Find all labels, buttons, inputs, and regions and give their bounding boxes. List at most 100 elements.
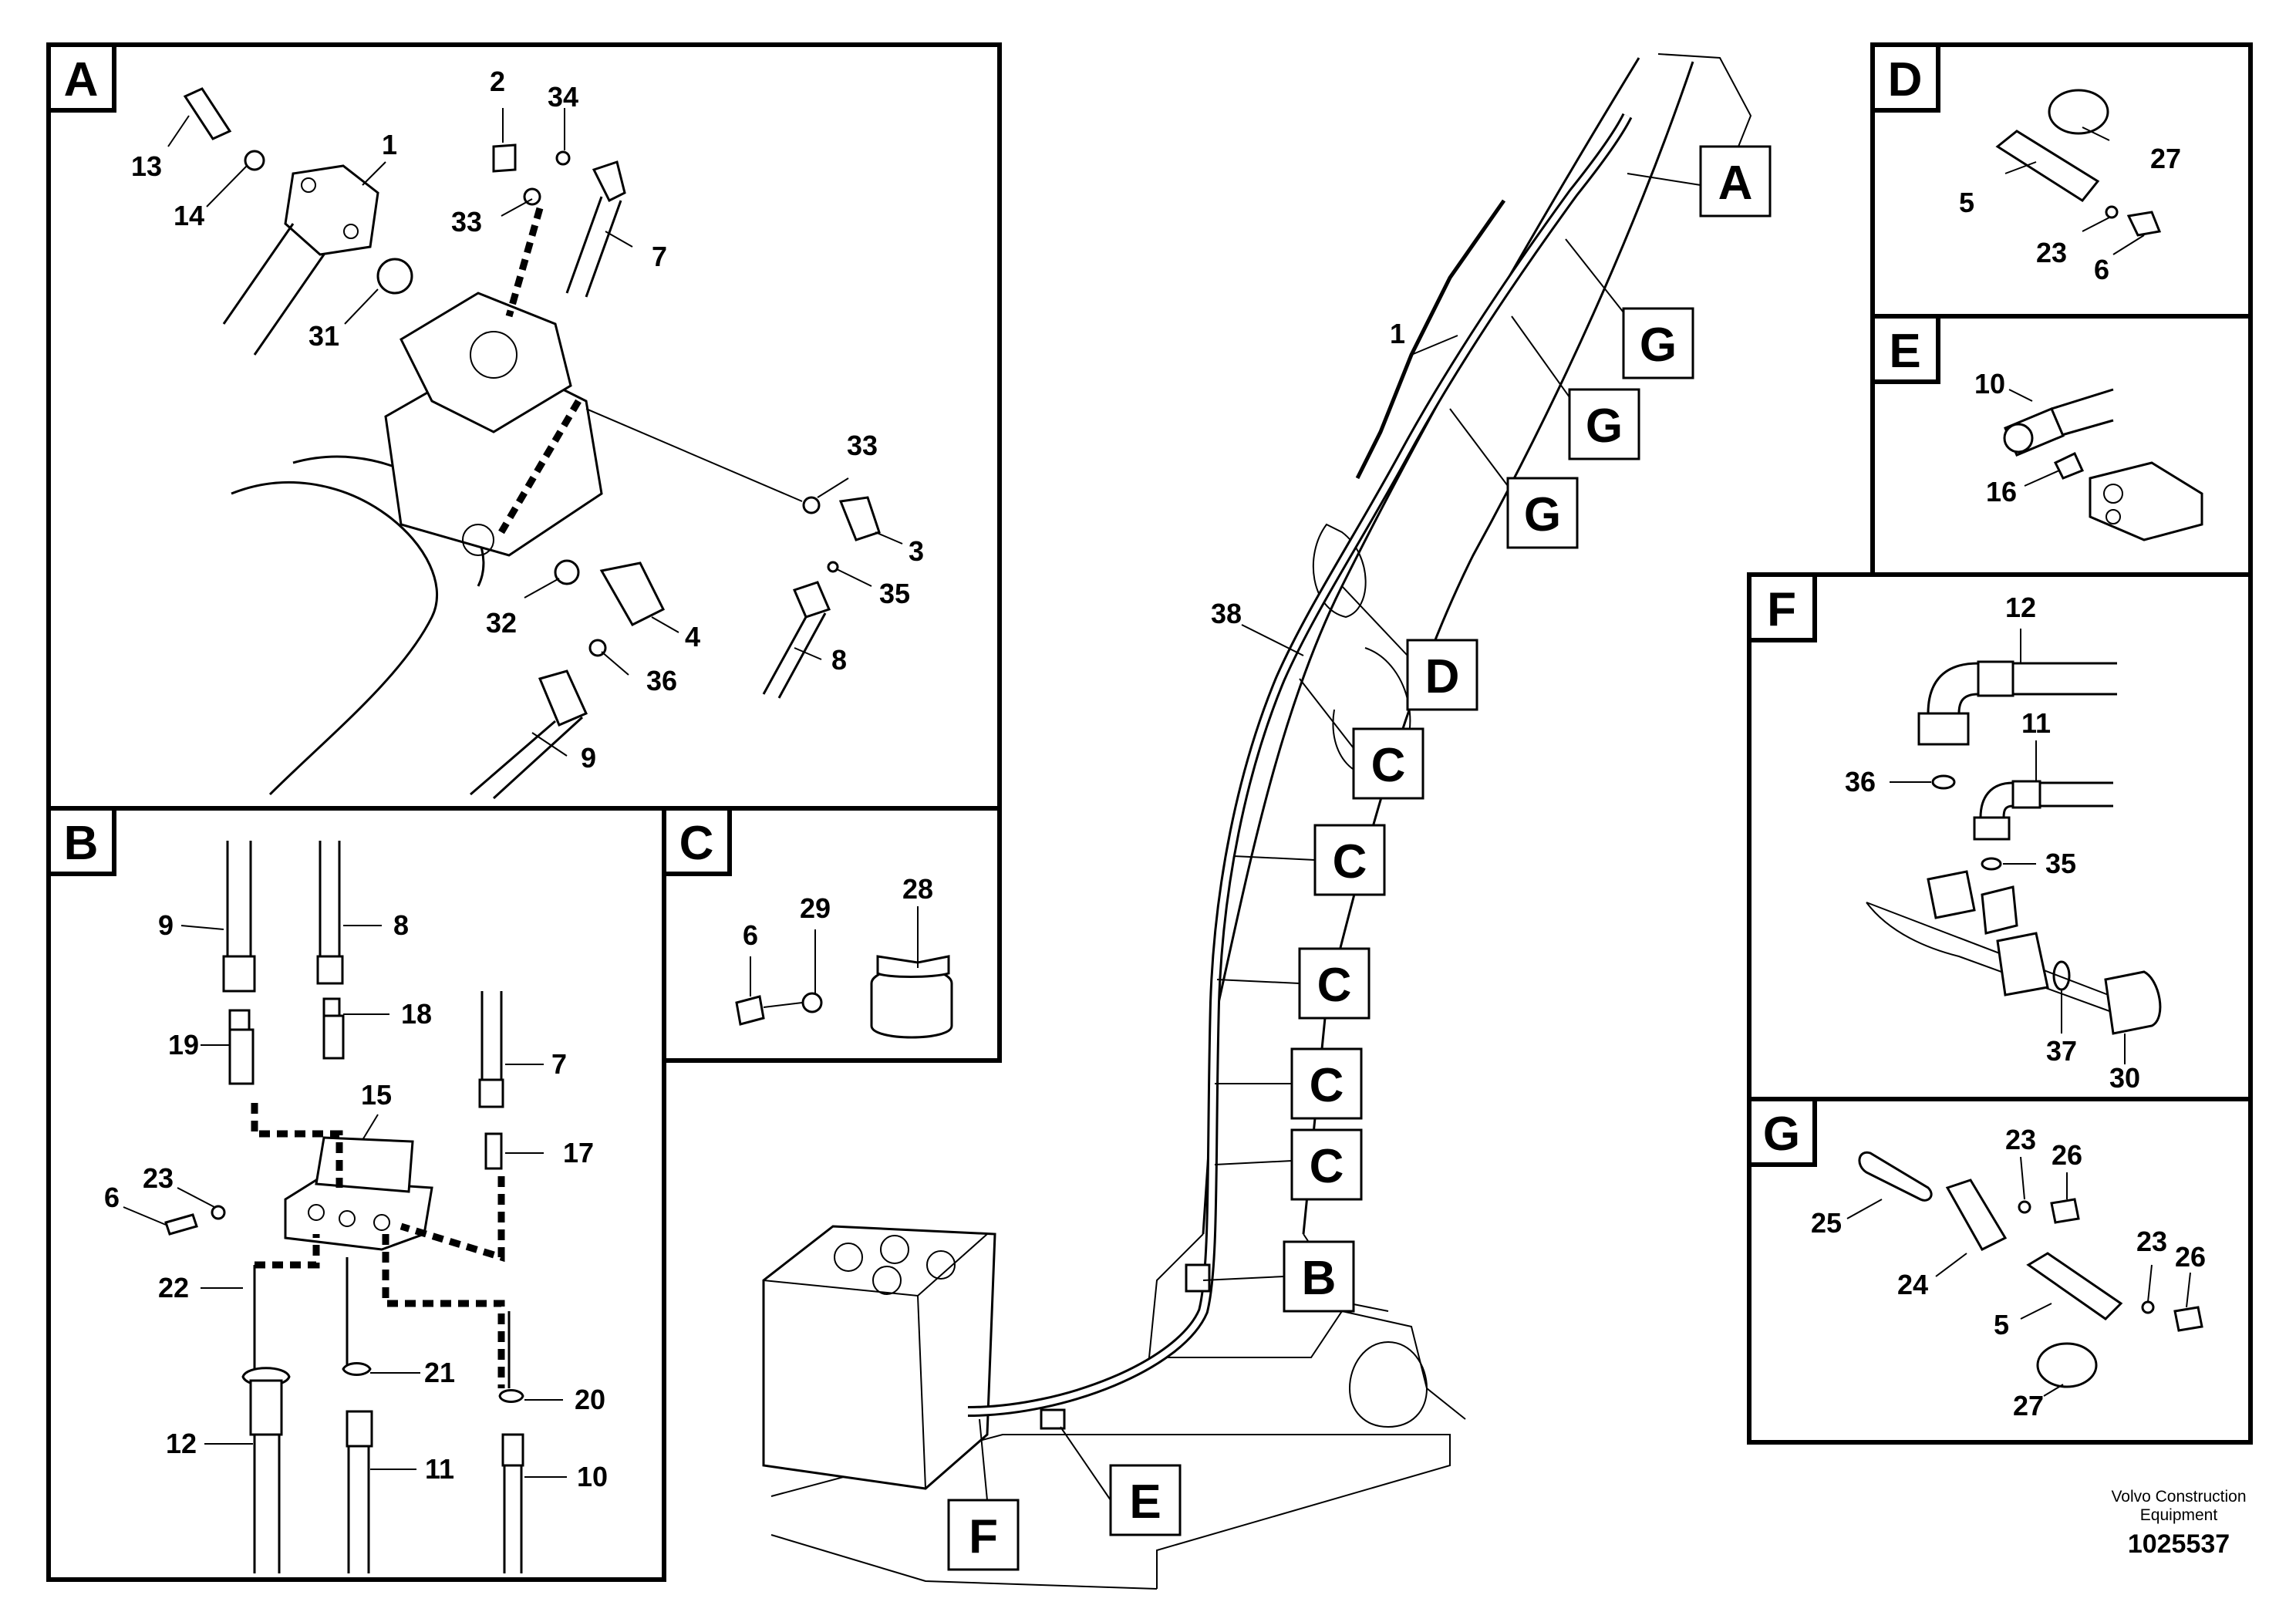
svg-text:C: C: [1371, 739, 1406, 792]
part-label-D-23: 23: [2036, 237, 2067, 268]
callout-E-main: E: [1109, 1464, 1182, 1536]
svg-text:E: E: [1129, 1475, 1161, 1529]
callout-C-main-2: C: [1313, 824, 1386, 896]
panel-E: E 10 16: [1870, 314, 2253, 577]
part-label-B-10: 10: [577, 1461, 608, 1492]
svg-text:F: F: [1767, 583, 1796, 636]
part-label-B-15: 15: [361, 1079, 392, 1111]
part-label-B-7: 7: [551, 1048, 567, 1080]
part-label-A-36: 36: [646, 665, 677, 696]
credit-line-1: Volvo Construction: [2111, 1488, 2246, 1506]
part-label-G-26-top: 26: [2052, 1139, 2082, 1171]
part-label-A-33-right: 33: [847, 430, 878, 461]
part-label-B-11: 11: [425, 1453, 454, 1485]
callout-G-main-2: G: [1568, 388, 1640, 460]
part-label-A-35: 35: [879, 578, 910, 609]
part-label-C-29: 29: [800, 892, 831, 924]
panel-F-tag: [1747, 572, 1817, 642]
svg-text:D: D: [1888, 53, 1923, 106]
main-callouts: A G G G D C C C C C B E F: [947, 145, 1772, 1571]
callout-G-main-1: G: [1622, 307, 1694, 379]
part-label-B-12: 12: [166, 1428, 197, 1459]
part-label-D-6: 6: [2094, 254, 2109, 285]
part-label-G-23-right: 23: [2136, 1226, 2167, 1257]
part-label-F-35: 35: [2045, 848, 2076, 879]
part-label-B-6: 6: [104, 1182, 120, 1213]
part-label-E-16: 16: [1986, 476, 2017, 508]
part-label-C-28: 28: [902, 873, 933, 905]
panel-A: A: [46, 42, 1002, 811]
part-label-B-20: 20: [575, 1384, 605, 1415]
panel-C-tag: [662, 806, 732, 876]
part-label-A-4: 4: [685, 621, 700, 653]
callout-C-main-1: C: [1352, 727, 1424, 800]
part-label-A-13: 13: [131, 150, 162, 182]
panel-B-tag: [46, 806, 116, 876]
panel-C: C 6 29 28: [662, 806, 1002, 1063]
svg-text:C: C: [1333, 835, 1367, 889]
svg-text:F: F: [969, 1510, 998, 1563]
part-label-A-34: 34: [548, 81, 578, 113]
part-label-A-7: 7: [652, 241, 667, 272]
part-label-F-30: 30: [2109, 1062, 2140, 1094]
part-label-B-22: 22: [158, 1272, 189, 1303]
part-label-D-5: 5: [1959, 187, 1974, 218]
part-label-E-10: 10: [1974, 368, 2005, 400]
svg-text:G: G: [1763, 1108, 1800, 1161]
callout-G-main-3: G: [1506, 477, 1579, 549]
part-label-C-6: 6: [743, 919, 758, 951]
part-label-F-12: 12: [2005, 592, 2036, 623]
panel-G-tag: [1747, 1097, 1817, 1167]
part-label-G-27: 27: [2013, 1390, 2044, 1421]
part-label-A-33-top: 33: [451, 206, 482, 238]
part-label-A-9: 9: [581, 742, 596, 774]
svg-text:D: D: [1425, 650, 1460, 703]
part-label-A-32: 32: [486, 607, 517, 639]
panel-G: G 23 26 25 24 23 26 5 27: [1747, 1097, 2253, 1445]
svg-text:B: B: [64, 817, 99, 870]
svg-text:E: E: [1889, 325, 1920, 378]
boom-main-drawing: [762, 53, 1752, 1590]
panel-B: B: [46, 806, 666, 1582]
callout-A-main: A: [1699, 145, 1772, 218]
svg-text:C: C: [679, 817, 714, 870]
part-label-G-5: 5: [1994, 1309, 2009, 1340]
panel-F: F 12 11 36 35 37 30: [1747, 572, 2253, 1101]
svg-text:A: A: [1718, 157, 1753, 210]
callout-C-main-3: C: [1298, 947, 1371, 1020]
part-label-B-9: 9: [158, 909, 174, 941]
part-label-B-17: 17: [563, 1137, 594, 1168]
part-label-main-38: 38: [1211, 598, 1242, 629]
callout-C-main-4: C: [1290, 1047, 1363, 1120]
part-label-G-26-right: 26: [2175, 1241, 2206, 1273]
callout-D-main: D: [1406, 639, 1478, 711]
callout-F-main: F: [947, 1499, 1020, 1571]
svg-text:C: C: [1317, 959, 1352, 1012]
part-label-G-23-top: 23: [2005, 1124, 2036, 1155]
document-number: 1025537: [2128, 1529, 2230, 1559]
part-label-A-2: 2: [490, 66, 505, 97]
svg-text:G: G: [1524, 488, 1561, 541]
part-label-D-27: 27: [2150, 143, 2181, 174]
svg-text:B: B: [1302, 1252, 1337, 1305]
part-label-G-25: 25: [1811, 1207, 1842, 1239]
part-label-main-1: 1: [1390, 318, 1405, 349]
credit-line-2: Equipment: [2140, 1506, 2218, 1524]
svg-text:G: G: [1586, 400, 1623, 453]
part-label-A-8: 8: [831, 644, 847, 676]
part-label-F-11: 11: [2021, 707, 2051, 739]
part-label-B-8: 8: [393, 909, 409, 941]
part-label-A-14: 14: [174, 200, 204, 231]
part-label-F-36: 36: [1845, 766, 1876, 798]
svg-text:A: A: [64, 53, 99, 106]
svg-text:C: C: [1310, 1140, 1344, 1193]
panel-D-tag: [1870, 42, 1940, 113]
callout-C-main-5: C: [1290, 1128, 1363, 1201]
main-leaders: [979, 173, 1701, 1501]
part-label-A-31: 31: [308, 320, 339, 352]
part-label-B-19: 19: [168, 1029, 199, 1061]
panel-D: D 27 5 23 6: [1870, 42, 2253, 319]
part-label-B-21: 21: [424, 1357, 455, 1388]
part-label-B-23: 23: [143, 1162, 174, 1194]
